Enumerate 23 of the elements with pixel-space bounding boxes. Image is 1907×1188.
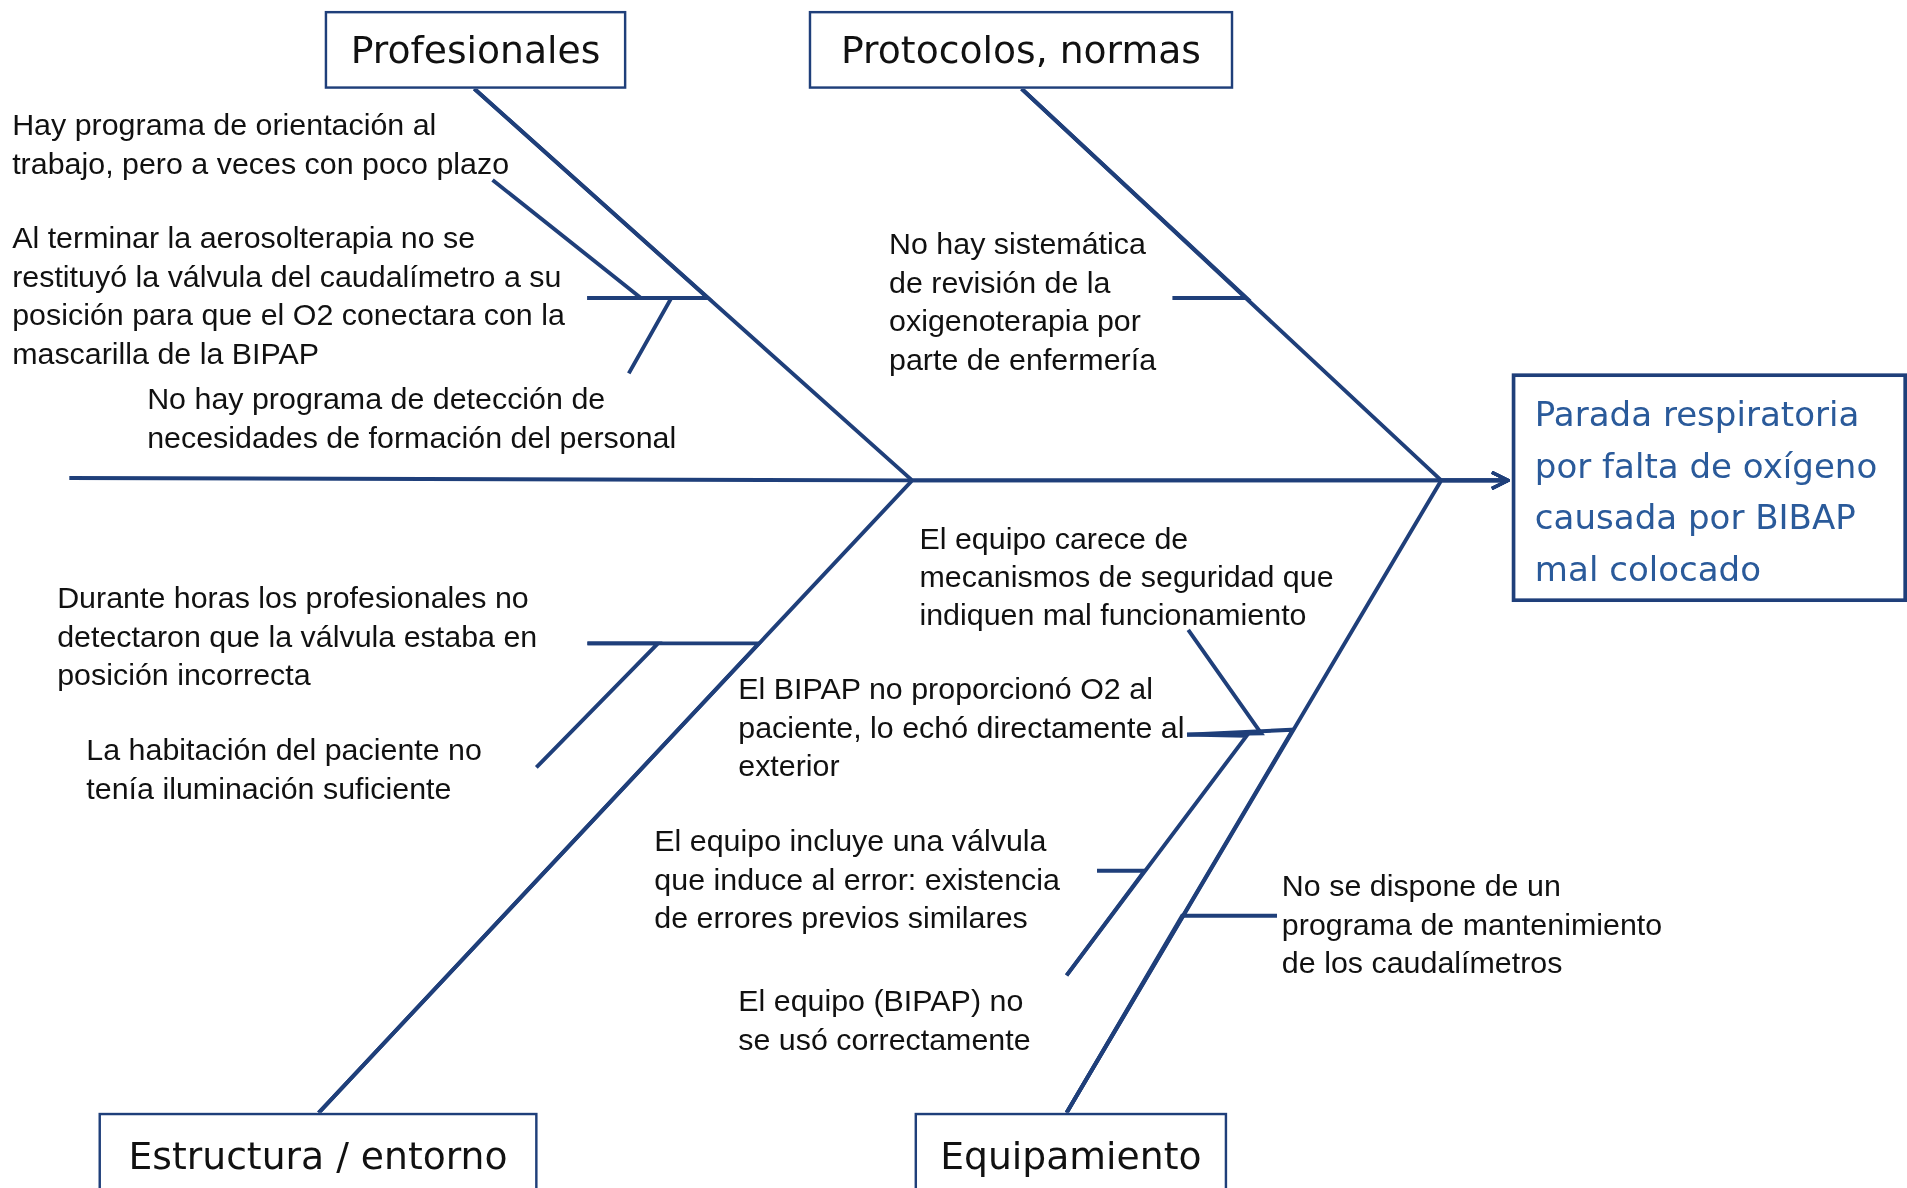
cause-text: La habitación del paciente no tenía iluminación suficiente (86, 730, 506, 808)
cause-text: El equipo incluye una válvula que induce al error: existencia de errores previos similares (654, 822, 1087, 938)
cause-line (1186, 628, 1265, 737)
category-box: Profesionales (324, 10, 627, 89)
cause-text: El BIPAP no proporcionó O2 al paciente, lo echó directamente al exterior (738, 670, 1189, 786)
cause-text: Hay programa de orientación al trabajo, pero a veces con poco plazo (12, 105, 526, 183)
cause-text: El equipo carece de mecanismos de seguridad que indiquen mal funcionamiento (919, 519, 1360, 635)
cause-line (317, 641, 764, 1115)
cause-line (587, 296, 675, 375)
category-box: Equipamiento (914, 1112, 1228, 1188)
cause-line (1064, 913, 1277, 1114)
category-box: Protocolos, normas (808, 10, 1234, 89)
cause-text: No se dispone de un programa de mantenimiento de los caudalímetros (1281, 867, 1690, 983)
cause-text: No hay programa de detección de necesidades de formación del personal (147, 379, 719, 457)
cause-line (534, 641, 663, 769)
cause-text: Al terminar la aerosolterapia no se restituyó la válvula del caudalímetro a su posición para que el O2 conectara con la mascarilla de la BIPAP (12, 218, 596, 373)
cause-line (473, 87, 713, 300)
cause-line (1020, 87, 1252, 300)
cause-text: El equipo (BIPAP) no se usó correctamente (738, 981, 1052, 1059)
category-box: Estructura / entorno (98, 1112, 538, 1188)
effect-box: Parada respiratoria por falta de oxígeno causada por BIBAP mal colocado (1511, 373, 1907, 602)
cause-text: No hay sistemática de revisión de la oxigenoterapia por parte de enfermería (889, 225, 1172, 379)
cause-text: Durante horas los profesionales no detectaron que la válvula estaba en posición incorrecta (57, 578, 568, 694)
